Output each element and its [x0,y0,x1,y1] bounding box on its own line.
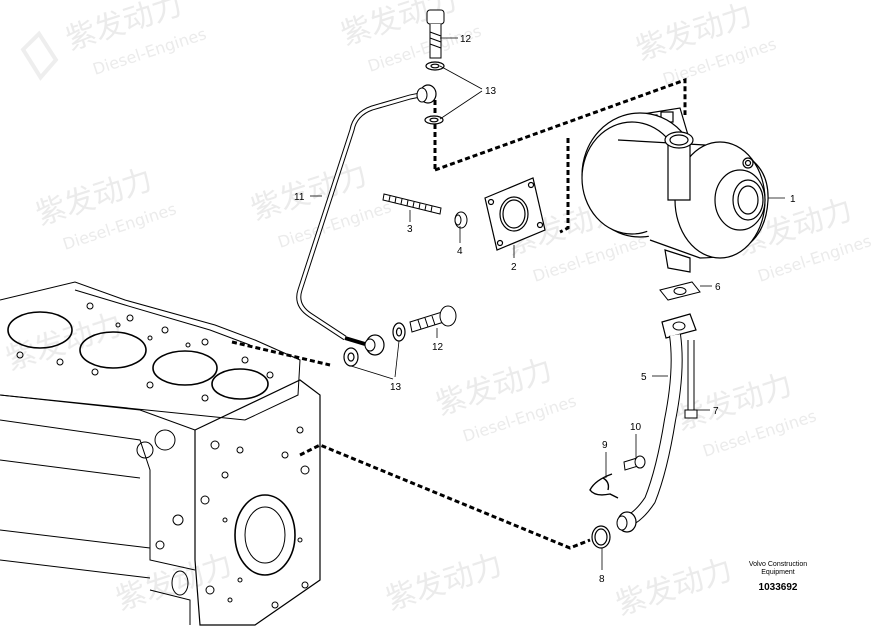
engine-block [0,281,321,626]
callout-6: 6 [715,282,721,293]
brand-caption-line1: Volvo Construction [749,561,807,568]
nut [454,211,468,229]
watermark-logo [20,30,59,81]
pipe-clamp [589,473,619,499]
drain-gasket [659,281,701,301]
drawing-caption: Volvo Construction Equipment 1033692 [749,561,807,593]
brand-caption-line2: Equipment [761,569,795,576]
turbocharger [581,107,769,273]
callout-8: 8 [599,574,605,585]
leader-lines [310,37,785,570]
dashed-line-turbo-to-feed-pipe [434,77,687,172]
callout-4: 4 [457,246,463,257]
callout-5: 5 [641,372,647,383]
o-ring [591,525,611,549]
callout-7: 7 [713,406,719,417]
callout-13-top: 13 [485,86,497,97]
watermark-logo-text: 紫发动力 [382,547,507,617]
clamp-screw [623,455,646,471]
oil-drain-pipe [616,313,697,533]
dashed-connector-lines [231,77,687,550]
sealing-washers-top [424,61,445,125]
flange-screw [684,340,698,419]
stud [382,193,442,215]
callout-11: 11 [294,192,305,203]
turbo-gasket [484,177,546,251]
callout-3: 3 [407,224,413,235]
dashed-line-block-to-drain [299,443,591,550]
callout-10: 10 [630,422,642,433]
drawing-number: 1033692 [759,582,798,593]
watermark-layer: 紫发动力 Diesel-Engines 紫发动力 Diesel-Engines … [2,0,874,623]
dashed-line-block-to-feed-pipe [231,340,331,367]
callout-2: 2 [511,262,517,273]
callout-1: 1 [790,194,796,205]
banjo-bolt-lower [409,305,457,333]
dashed-line-turbo-flange [559,138,570,234]
watermark-logo-text: 紫发动力 [112,547,237,617]
callout-12-lower: 12 [432,342,444,353]
watermark-logo-text: 紫发动力 [612,552,737,622]
banjo-bolt-top [426,9,445,59]
callout-9: 9 [602,440,608,451]
callout-12-top: 12 [460,34,472,45]
oil-feed-pipe [296,84,437,356]
callout-numbers: 12 13 11 3 4 2 1 6 5 7 12 13 9 10 8 [294,34,796,585]
callout-13-lower: 13 [390,382,402,393]
